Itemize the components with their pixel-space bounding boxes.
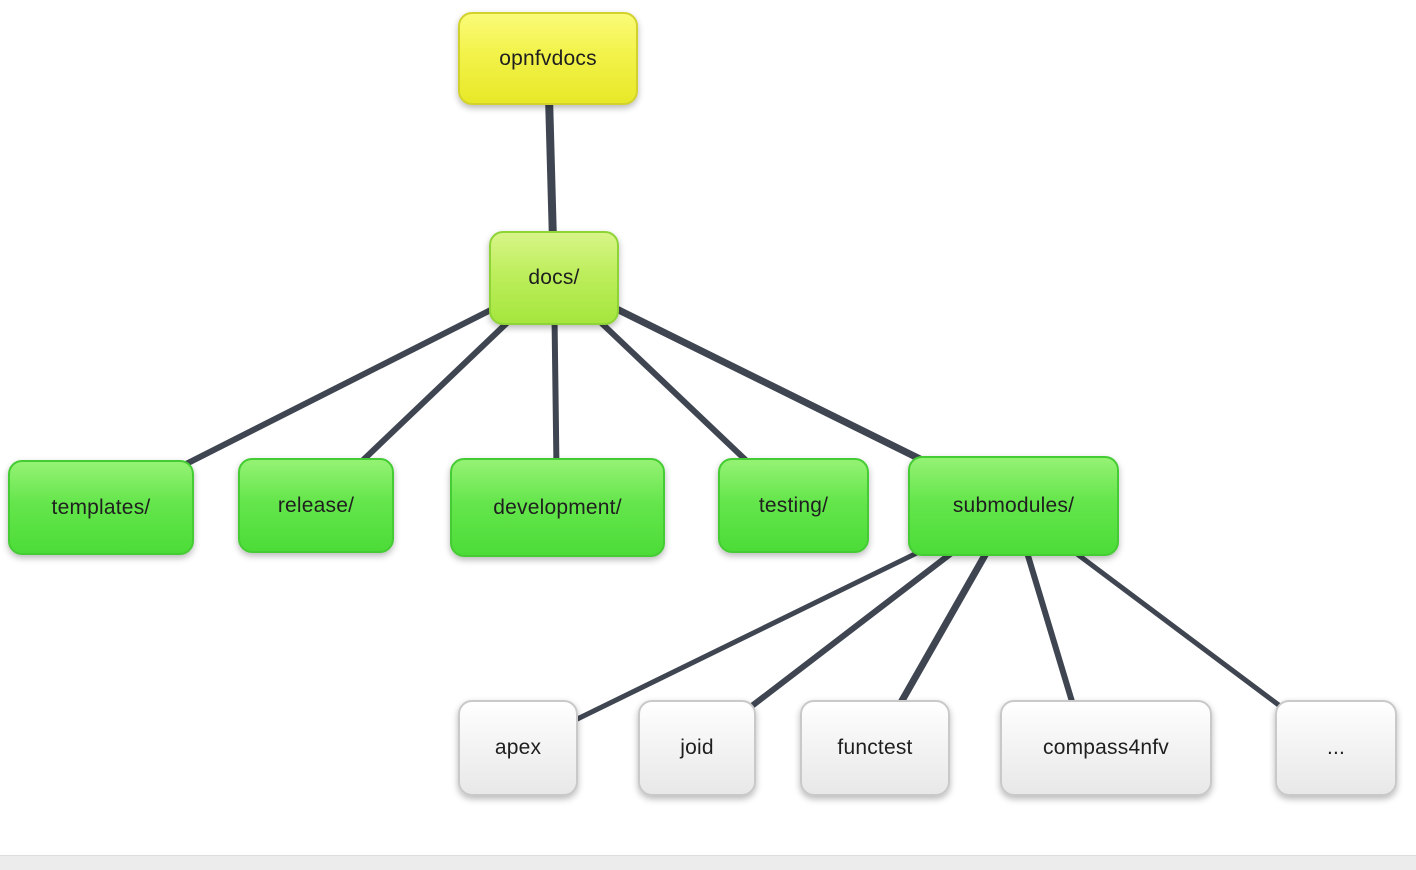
node-compass4nfv: compass4nfv: [1000, 700, 1212, 796]
node-submodules: submodules/: [908, 456, 1119, 556]
node-opnfvdocs: opnfvdocs: [458, 12, 638, 105]
node-development: development/: [450, 458, 665, 557]
node-release-label: release/: [277, 493, 355, 517]
node-development-label: development/: [493, 495, 622, 519]
node-apex: apex: [458, 700, 578, 796]
node-apex-label: apex: [494, 736, 542, 759]
node-opnfvdocs-label: opnfvdocs: [499, 46, 597, 70]
node-testing: testing/: [718, 458, 869, 553]
node-templates-label: templates/: [51, 495, 151, 519]
node-docs: docs/: [489, 231, 619, 325]
node-testing-label: testing/: [758, 493, 829, 517]
node-joid-label: joid: [680, 736, 714, 759]
node-docs-label: docs/: [528, 266, 580, 289]
node-ellipsis: ...: [1275, 700, 1397, 796]
node-templates: templates/: [8, 460, 194, 555]
node-compass4nfv-label: compass4nfv: [1043, 736, 1169, 759]
node-functest: functest: [800, 700, 950, 796]
node-functest-label: functest: [837, 736, 913, 759]
node-joid: joid: [638, 700, 756, 796]
node-submodules-label: submodules/: [952, 494, 1075, 517]
bottom-scroll-strip: [0, 855, 1416, 870]
node-release: release/: [238, 458, 394, 553]
node-ellipsis-label: ...: [1326, 736, 1346, 759]
